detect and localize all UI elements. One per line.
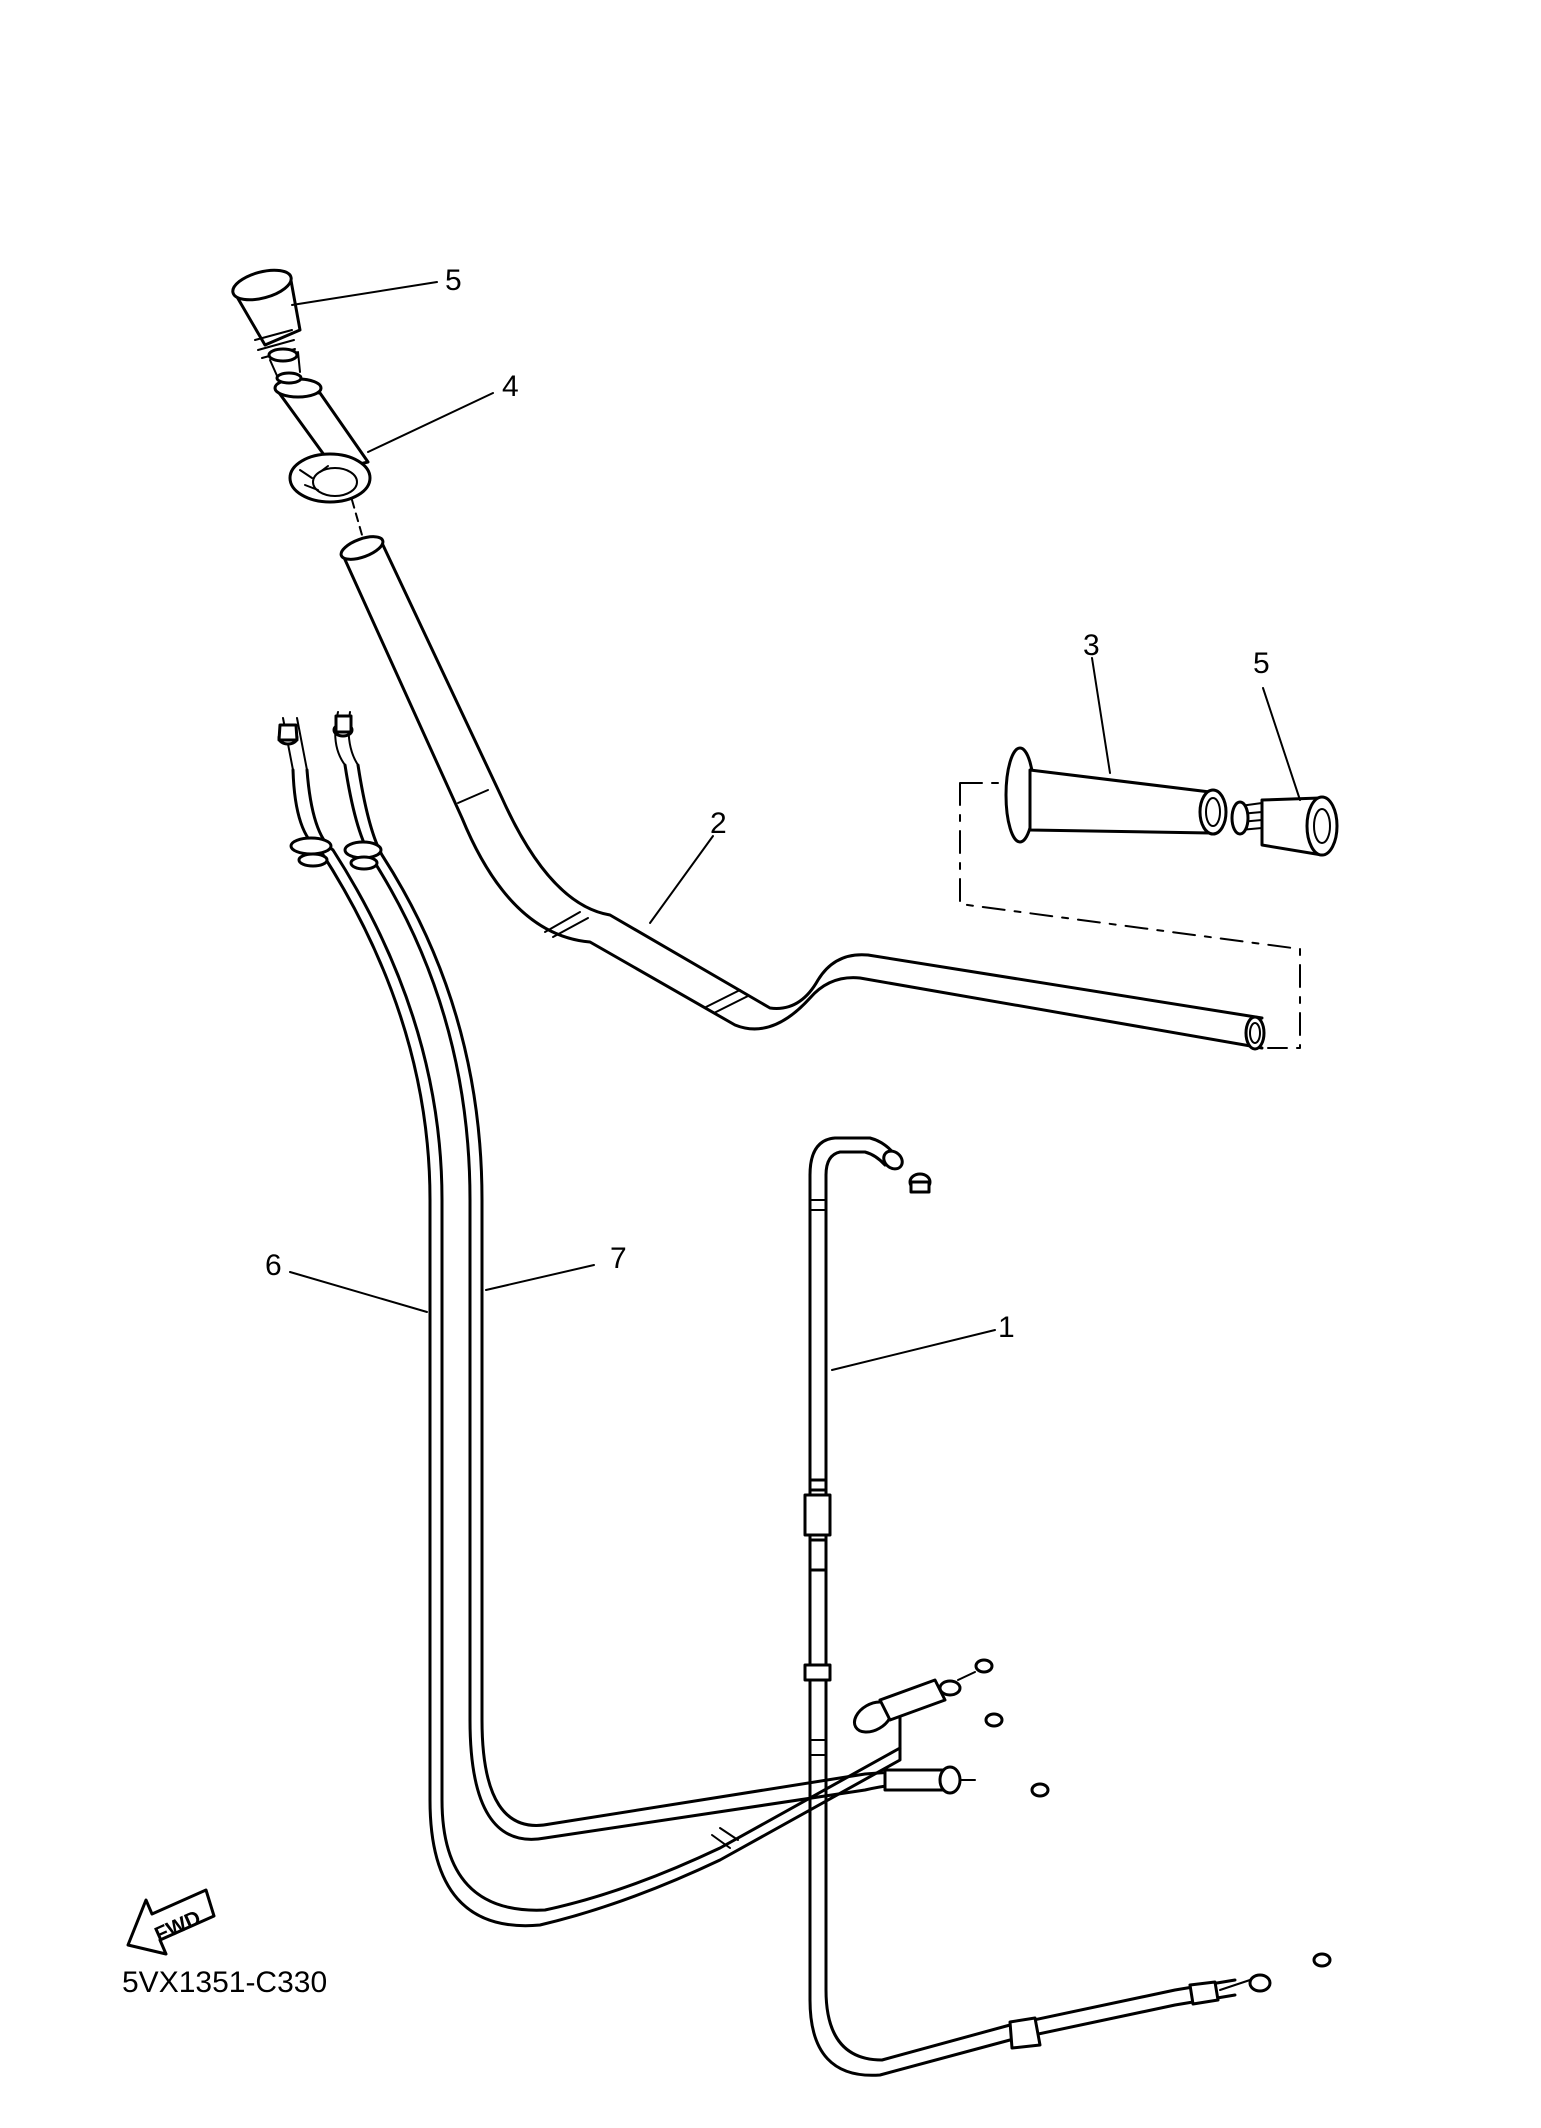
throttle-grip[interactable] [273, 377, 372, 504]
fwd-arrow-icon: FWD [126, 1888, 216, 1956]
callout-3: 3 [1083, 629, 1100, 662]
callout-5-right: 5 [1253, 647, 1270, 680]
callout-1: 1 [998, 1311, 1015, 1344]
callout-4: 4 [502, 370, 519, 403]
bar-end-weight-left[interactable] [230, 265, 303, 385]
clutch-cable-1[interactable] [803, 1136, 1332, 2077]
bar-end-weight-right[interactable] [1230, 795, 1339, 857]
callout-2: 2 [710, 807, 727, 840]
right-grip[interactable] [1004, 746, 1228, 844]
throttle-cable-7[interactable] [332, 711, 1050, 1841]
callout-5-top: 5 [445, 264, 462, 297]
handlebar[interactable] [338, 532, 1266, 1051]
callout-6: 6 [265, 1249, 282, 1282]
leader-lines [289, 281, 1301, 1371]
diagram-code: 5VX1351-C330 [122, 1966, 328, 1999]
throttle-cable-6[interactable] [277, 717, 994, 1928]
callout-7: 7 [610, 1242, 627, 1275]
